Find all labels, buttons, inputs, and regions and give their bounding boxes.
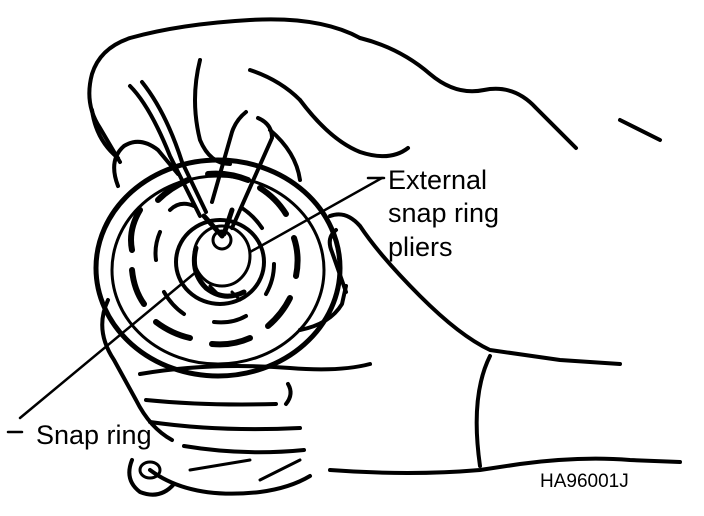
lower-hand	[138, 212, 682, 475]
pliers-leader-line	[248, 176, 384, 254]
upper-hand	[87, 17, 662, 212]
figure-code: HA96001J	[540, 471, 629, 492]
pliers-label-line2: snap ring	[388, 198, 499, 228]
pliers-label-line3: pliers	[388, 232, 453, 262]
compressor-pulley	[93, 157, 348, 497]
snap-ring-leader-line	[18, 270, 198, 420]
snap-ring-pliers	[128, 80, 274, 239]
leader-lines	[6, 176, 386, 434]
pliers-label-line1: External	[388, 165, 487, 195]
snap-ring-label: Snap ring	[36, 420, 152, 450]
